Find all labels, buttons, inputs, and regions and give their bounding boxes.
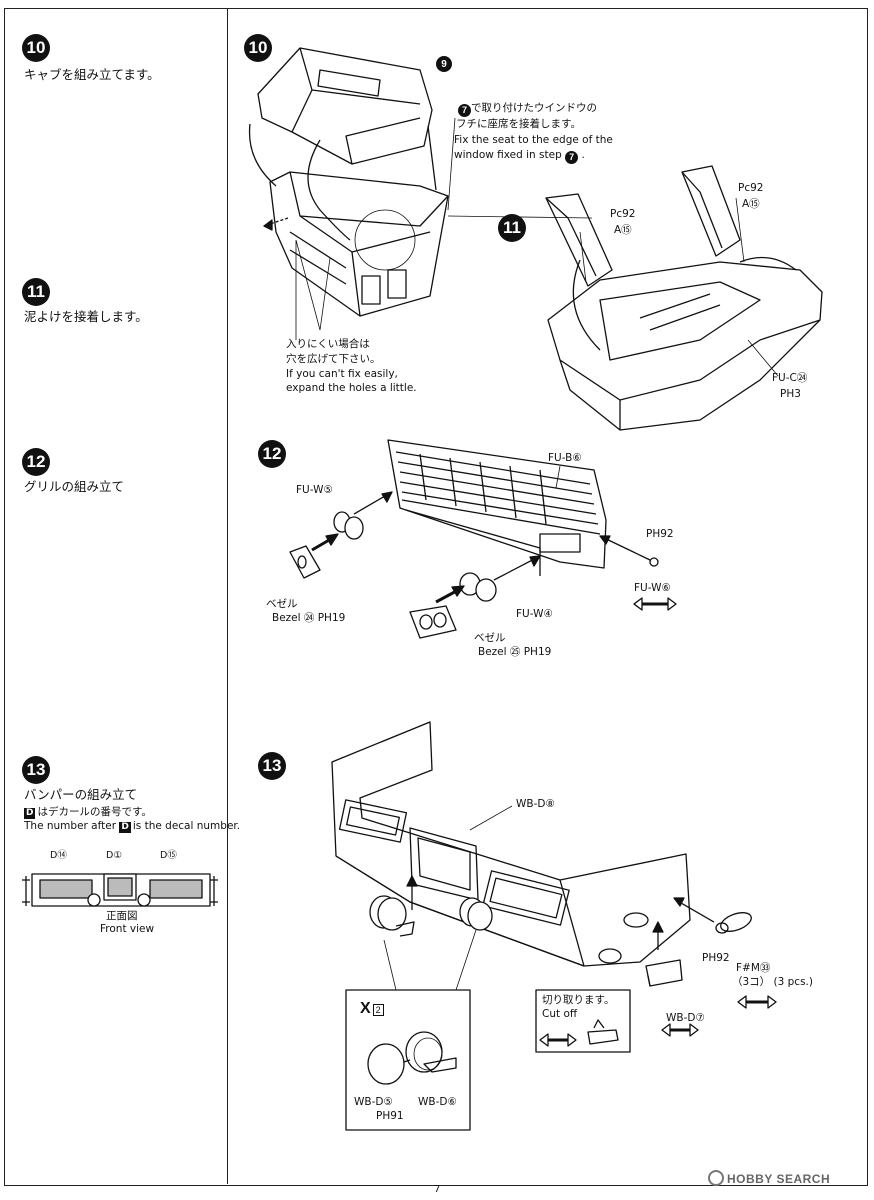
seat-note-en2: window fixed in step 7 . xyxy=(454,149,585,164)
diagram-13-badge: 13 xyxy=(258,752,286,780)
hole-note-en2: expand the holes a little. xyxy=(286,382,417,394)
decal-label-15: D⑮ xyxy=(160,850,177,861)
cutoff-en: Cut off xyxy=(542,1008,578,1020)
cab-roof-part xyxy=(257,47,433,165)
marker-lamp xyxy=(715,912,752,934)
mudguard-right xyxy=(681,165,741,257)
watermark: HOBBY SEARCH xyxy=(708,1170,830,1186)
decal-label-1: D① xyxy=(106,850,122,861)
step-12-badge: 12 xyxy=(22,448,50,476)
diagram-11-badge: 11 xyxy=(498,214,526,242)
decal-label-14: D⑭ xyxy=(50,850,67,861)
bezel-center-jp: ベゼル xyxy=(474,632,506,644)
marker-lamp-part: F#M㉝ xyxy=(736,962,771,974)
mudguard-left xyxy=(545,193,613,287)
part-9-badge: 9 xyxy=(436,56,452,72)
bezel-left xyxy=(289,545,321,579)
sub-left-color: PH91 xyxy=(376,1110,404,1122)
column-divider xyxy=(227,8,228,1184)
step-11-text: 泥よけを接着します。 xyxy=(24,309,148,324)
bezel-center-en: Bezel ㉕ PH19 xyxy=(478,646,552,658)
lamp-center-label: FU-W④ xyxy=(516,608,553,620)
front-view-diagram xyxy=(22,873,218,907)
lamp-left-label: FU-W⑤ xyxy=(296,484,333,496)
left-fender-part: A⑮ xyxy=(614,224,632,236)
cutoff-jp: 切り取ります。 xyxy=(542,994,615,1006)
grille-part xyxy=(387,439,607,576)
step-13-text: バンパーの組み立て xyxy=(24,787,138,802)
page-frame xyxy=(4,8,868,1186)
hole-note-jp2: 穴を広げて下さい。 xyxy=(286,353,381,365)
diagram-12-badge: 12 xyxy=(258,440,286,468)
chassis-part-label: FU-C㉔ xyxy=(772,372,808,384)
step-10-badge: 10 xyxy=(22,34,50,62)
lamp-right-color: PH92 xyxy=(646,528,674,540)
sub-left-part: WB-D⑤ xyxy=(354,1096,393,1108)
cab-body-part xyxy=(248,123,449,317)
marker-lamp-qty: （3コ） (3 pcs.) xyxy=(732,976,813,988)
step-12-text: グリルの組み立て xyxy=(24,479,125,494)
cutoff-box xyxy=(535,989,631,1053)
seat-note-en1: Fix the seat to the edge of the xyxy=(454,134,613,146)
detail-box-x xyxy=(345,989,471,1131)
page-number: 7 xyxy=(434,1184,441,1195)
watermark-logo-icon xyxy=(708,1170,724,1186)
bezel-center xyxy=(409,605,457,639)
step-13-badge: 13 xyxy=(22,756,50,784)
grille-label: FU-B⑥ xyxy=(548,452,582,464)
right-fender-part: A⑮ xyxy=(742,198,760,210)
arrow-marker xyxy=(675,899,715,923)
bracket-part xyxy=(645,959,683,987)
hole-note-jp1: 入りにくい場合は xyxy=(286,338,370,350)
marker-lamp-color: PH92 xyxy=(702,952,730,964)
bezel-left-jp: ベゼル xyxy=(266,598,298,610)
hole-note-en1: If you can't fix easily, xyxy=(286,368,398,380)
lamp-left xyxy=(333,511,364,540)
bumper-part xyxy=(331,721,691,967)
seat-note-jp2: フチに座席を接着します。 xyxy=(456,118,581,130)
diagram-10-badge: 10 xyxy=(244,34,272,62)
step-11-badge: 11 xyxy=(22,278,50,306)
step-10-text: キャブを組み立てます。 xyxy=(24,67,160,82)
bezel-left-en: Bezel ㉔ PH19 xyxy=(272,612,346,624)
fog-lamps xyxy=(369,895,493,937)
sub-right-part: WB-D⑥ xyxy=(418,1096,457,1108)
front-view-jp: 正面図 xyxy=(106,910,138,922)
right-fender-color: Pc92 xyxy=(738,182,764,194)
front-view-en: Front view xyxy=(100,923,155,935)
chassis-color-label: PH3 xyxy=(780,388,801,400)
lamp-center xyxy=(459,572,497,602)
bracket-label: WB-D⑦ xyxy=(666,1012,705,1024)
left-fender-color: Pc92 xyxy=(610,208,636,220)
chassis-part xyxy=(547,256,823,431)
bumper-label: WB-D⑧ xyxy=(516,798,555,810)
lamp-right-label: FU-W⑥ xyxy=(634,582,671,594)
lamp-right xyxy=(649,557,659,567)
